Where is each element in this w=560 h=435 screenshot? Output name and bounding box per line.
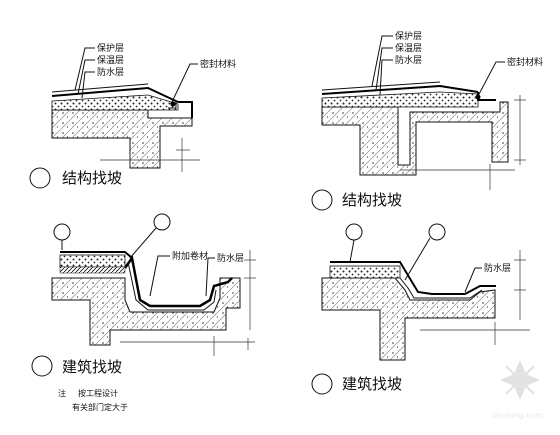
concrete-slab [321, 101, 509, 176]
callout-circle [31, 355, 53, 377]
insulation-layer [59, 254, 126, 268]
caption: 建筑找坡 [342, 375, 402, 393]
note-prefix: 注 [58, 388, 66, 398]
note-line-2: 有关部门定大于 [72, 402, 128, 412]
callout-circle [29, 167, 51, 189]
label-waterproof: 防水层 [484, 262, 511, 274]
sealant-dot [475, 94, 481, 100]
caption: 结构找坡 [62, 169, 122, 187]
gutter-trough [123, 254, 233, 308]
label-insulation: 保温层 [395, 42, 422, 54]
note-line-1: 按工程设计 [78, 388, 118, 398]
callout-circle [311, 189, 333, 211]
label-waterproof: 防水层 [97, 66, 124, 78]
detail-bottom-left: 附加卷材 防水层 建筑找坡 注 按工程设计 有关部门定大于 [31, 213, 256, 412]
concrete-structure [321, 277, 496, 361]
sealant-dot [170, 101, 176, 107]
label-sealant: 密封材料 [200, 58, 236, 70]
callout-circle-small [345, 223, 363, 241]
watermark-logo: zhulong.com [492, 360, 543, 420]
insulation-layer [51, 94, 179, 111]
caption: 结构找坡 [342, 191, 402, 209]
watermark-text: zhulong.com [492, 411, 543, 420]
insulation-layer [329, 265, 401, 279]
detail-top-right: 保护层 保温层 防水层 密封材料 结构找坡 [311, 30, 543, 211]
label-waterproof: 防水层 [395, 54, 422, 66]
caption: 建筑找坡 [62, 358, 122, 376]
concrete-slab [51, 109, 193, 169]
label-extra-membrane: 附加卷材 [172, 250, 208, 262]
callout-circle-small [153, 213, 171, 231]
label-protection: 保护层 [97, 42, 124, 54]
label-insulation: 保温层 [97, 54, 124, 66]
detail-bottom-right: 防水层 建筑找坡 [311, 223, 530, 395]
label-protection: 保护层 [395, 30, 422, 42]
callout-circle-small [428, 223, 446, 241]
label-waterproof: 防水层 [217, 252, 244, 264]
protection-layer [321, 84, 479, 95]
callout-circle [311, 373, 333, 395]
callout-circle-small [53, 223, 71, 241]
detail-top-left: 保护层 保温层 防水层 密封材料 结构找坡 [29, 42, 236, 189]
concrete-structure [51, 277, 241, 346]
label-sealant: 密封材料 [507, 56, 543, 68]
protection-layer [51, 86, 179, 103]
insulation-layer [321, 91, 479, 108]
